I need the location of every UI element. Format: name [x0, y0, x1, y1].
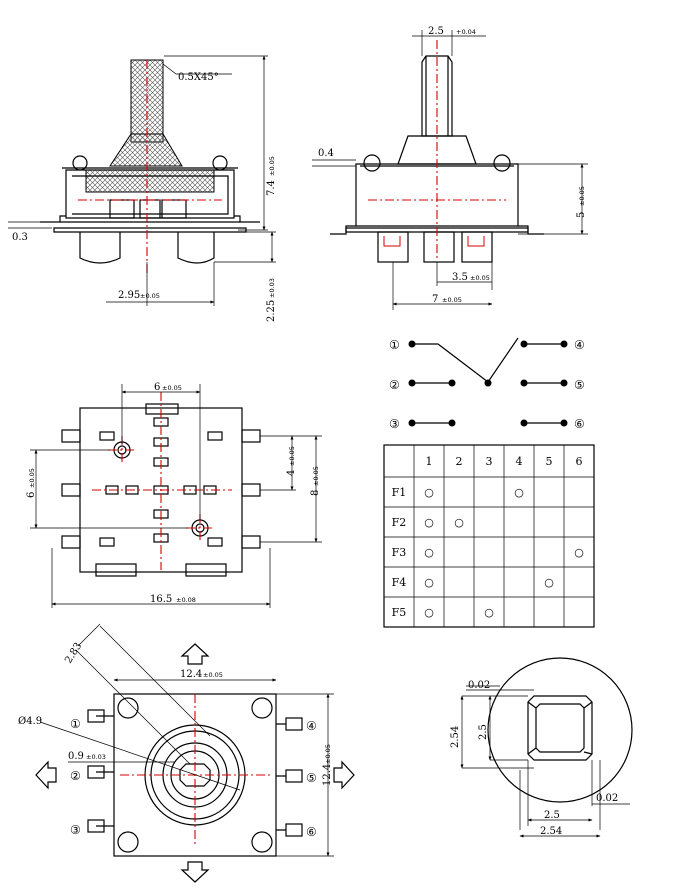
detail-view: 0.02 2.54 2.5 2.5 2.54 0.02 — [450, 657, 633, 838]
table-header-5: 5 — [546, 455, 553, 468]
gap-right-label: 0.02 — [596, 793, 618, 804]
table-contact-mark: ○ — [454, 516, 464, 529]
h-outer-label: 2.54 — [450, 726, 461, 748]
table-contact-mark: ○ — [424, 516, 434, 529]
top-view: ① ② ③ ④ ⑤ ⑥ 12.4 ±0.05 12.4 ±0.05 2.83 Ø… — [18, 623, 355, 883]
bottom-top-tol: ±0.05 — [162, 384, 182, 392]
span-tol: ±0.05 — [442, 296, 462, 304]
top-width-tol: ±0.05 — [203, 671, 223, 679]
top-term-6: ⑥ — [306, 825, 317, 839]
gap-top-label: 0.02 — [468, 680, 490, 691]
table-header-6: 6 — [576, 455, 583, 468]
height-label: 7.4 — [266, 180, 277, 196]
terminal-4-label: ④ — [574, 338, 585, 352]
bottom-view: 6 ±0.05 6 ±0.05 4 ±0.05 8 ±0.05 16.5 ±0.… — [26, 382, 322, 608]
switching-table: 1 2 3 4 5 6F1 ○ ○ F2 ○ ○ F3 ○ ○ F4 ○ ○ F5 ○ ○ — [383, 444, 595, 628]
bottom-left-label: 6 — [26, 492, 37, 498]
body-h-label: 5 — [576, 212, 587, 218]
table-contact-mark: ○ — [424, 486, 434, 499]
step-label: 0.4 — [318, 148, 334, 159]
span-label: 7 — [432, 294, 438, 305]
table-contact-mark: ○ — [424, 546, 434, 559]
table-header-3: 3 — [486, 455, 493, 468]
pin-offset-tol: ±0.05 — [140, 292, 160, 300]
bottom-top-label: 6 — [154, 382, 160, 393]
diag-label: 2.83 — [63, 641, 84, 666]
terminal-2-label: ② — [389, 378, 400, 392]
small-label: 0.9 — [68, 751, 84, 762]
top-term-2: ② — [70, 769, 81, 783]
top-width-label: 12.4 — [180, 669, 202, 680]
terminal-5-label: ⑤ — [574, 378, 585, 392]
bottom-r-outer-tol: ±0.05 — [312, 466, 320, 486]
bottom-r-inner-tol: ±0.05 — [288, 446, 296, 466]
table-contact-mark: ○ — [574, 546, 584, 559]
w-inner-label: 2.5 — [544, 810, 560, 821]
table-header-1: 1 — [426, 455, 433, 468]
table-row-label: F5 — [392, 606, 407, 619]
top-term-4: ④ — [306, 719, 317, 733]
top-term-5: ⑤ — [306, 771, 317, 785]
top-height-label: 12.4 — [322, 764, 333, 786]
pin-len-label: 2.25 — [266, 300, 277, 322]
pitch-tol: ±0.05 — [470, 274, 490, 282]
bottom-width-tol: ±0.08 — [176, 596, 196, 604]
terminal-6-label: ⑥ — [574, 417, 585, 431]
table-row-label: F3 — [392, 546, 407, 559]
terminal-1-label: ① — [389, 338, 400, 352]
table-row-label: F4 — [392, 576, 407, 589]
top-term-1: ① — [70, 717, 81, 731]
pin-len-tol: ±0.03 — [268, 278, 276, 298]
table-border — [383, 444, 595, 628]
side-view: 0.5X45° 7.4 ±0.05 0.3 2.95 ±0.05 2.25 ±0… — [8, 55, 277, 322]
table-row-label: F2 — [392, 516, 407, 529]
bottom-r-inner: 4 — [286, 470, 297, 476]
chamfer-label: 0.5X45° — [178, 72, 219, 83]
top-height-tol: ±0.05 — [324, 744, 332, 764]
table-header-2: 2 — [456, 455, 463, 468]
terminal-3-label: ③ — [389, 417, 400, 431]
front-view: 2.5 +0.04 0.4 5 ±0.05 3.5 ±0.05 7 ±0.05 — [312, 26, 588, 310]
table-contact-mark: ○ — [514, 486, 524, 499]
circuit-schematic: ① ② ③ ④ ⑤ ⑥ — [389, 337, 585, 431]
shaft-w-tol: +0.04 — [456, 28, 476, 36]
body-h-tol: ±0.05 — [578, 186, 586, 206]
table-contact-mark: ○ — [484, 606, 494, 619]
shaft-w-label: 2.5 — [428, 26, 444, 37]
table-contact-mark: ○ — [424, 606, 434, 619]
table-contact-mark: ○ — [424, 576, 434, 589]
table-contact-mark: ○ — [544, 576, 554, 589]
table-row-label: F1 — [392, 486, 407, 499]
pitch-label: 3.5 — [452, 272, 468, 283]
dia-label: Ø4.9 — [18, 716, 42, 727]
w-outer-label: 2.54 — [540, 826, 562, 837]
bottom-width-label: 16.5 — [150, 594, 172, 605]
bottom-r-outer: 8 — [310, 490, 321, 496]
pin-offset-label: 2.95 — [118, 290, 140, 301]
height-tol: ±0.05 — [268, 156, 276, 176]
thickness-label: 0.3 — [12, 232, 28, 243]
bottom-left-tol: ±0.05 — [28, 468, 36, 488]
h-inner-label: 2.5 — [478, 724, 489, 740]
top-term-3: ③ — [70, 823, 81, 837]
table-header-4: 4 — [516, 455, 523, 468]
small-tol: ±0.03 — [86, 753, 106, 761]
